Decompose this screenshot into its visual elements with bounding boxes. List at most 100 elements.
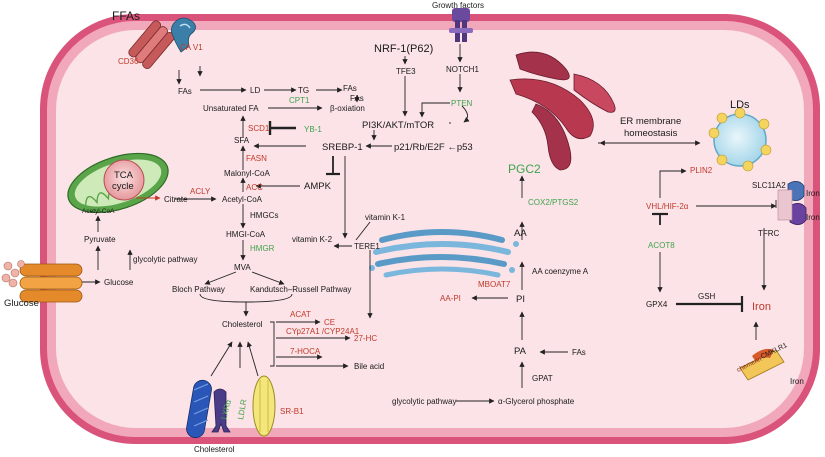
cd36-transporter [128,20,175,69]
slc11a2-transporter [777,181,807,225]
vitamin-k2-label: vitamin K-2 [292,235,333,244]
glycolytic-pathway-left-label: glycolytic pathway [133,255,197,264]
glycolytic-pathway-bottom-label: glycolytic pathway [392,397,456,406]
hmgcs-label: HMGCs [250,211,278,220]
hmgr-label: HMGR [250,244,275,253]
pten-label: PTEN [451,99,473,108]
acat-label: ACAT [290,310,311,319]
acot8-label: ACOT8 [648,241,675,250]
srb1-receptor [252,375,276,437]
growth-factor-receptor [449,8,473,42]
cox2-label: COX2/PTGS2 [528,198,579,207]
cell [40,14,820,444]
srb1-label: SR-B1 [280,407,304,416]
fas-top-label: FAs [343,84,357,93]
gpx4-label: GPX4 [646,300,668,309]
tca-cycle-circle [103,159,145,201]
cyp-label: CYp27A1 /CYP24A1 [286,327,360,336]
mva-label: MVA [234,263,251,272]
fas-pa-label: FAs [572,348,586,357]
p21-label: p21/Rb/E2F ←p53 [394,142,473,153]
hmg-coa-label: HMGI-CoA [226,230,266,239]
srebp1-label: SREBP-1 [322,142,363,153]
tfe3-label: TFE3 [396,67,416,76]
iron-top-label: Iron [806,189,820,198]
glucose-outside-label: Glucose [4,298,39,309]
ldlr-receptor [211,388,231,433]
ld-label: LD [250,86,260,95]
mito-acetyl-coa-label: Acetyl-CoA [82,208,115,215]
growth-factors-label: Growth factors [432,1,484,10]
pa-label: PA [514,346,527,357]
yb1-label: YB-1 [304,125,322,134]
bloch-pathway-label: Bloch Pathway [172,285,225,294]
cd36-label: CD36 [118,57,139,66]
ce-label: CE [324,318,335,327]
fas-left-label: FAs [178,87,192,96]
ampk-label: AMPK [304,181,332,192]
fasn-label: FASN [246,154,267,163]
tfrc-label: TFRC [758,229,780,238]
27-hc-label: 27-HC [354,334,377,343]
aa-coa-label: AA coenzyme A [532,267,589,276]
lxra-receptor [186,379,212,439]
glucose-inside-label: Glucose [104,278,134,287]
citrate-label: Citrate [164,195,188,204]
ca-v1-label: CA V1 [180,43,203,52]
gsh-label: GSH [698,292,716,301]
cpt1-label: CPT1 [289,96,310,105]
ldlr-label: LDLR [236,398,248,420]
acc-label: ACC [246,183,263,192]
tca-label: TCA [114,170,134,181]
cytoplasm [56,30,804,428]
mitochondrion [67,152,169,214]
vitamin-k1-label: vitamin K-1 [365,213,406,222]
er-membrane-label: ER membrane [620,116,681,127]
lds-label: LDs [730,99,750,111]
beta-oxidation-label: β-oxiation [330,104,365,113]
cholesterol-bottom-label: Cholesterol [194,445,235,454]
golgi-apparatus [369,229,519,278]
slc11a2-label: SLC11A2 [752,181,786,190]
mboat7-label: MBOAT7 [478,280,511,289]
scd1-label: SCD1 [248,124,270,133]
nrf1-label: NRF-1(P62) [374,43,433,55]
pyruvate-label: Pyruvate [84,235,116,244]
ffas-label: FFAs [112,9,140,23]
glucose-molecules [1,260,25,288]
tere1-label: TERE1 [354,242,380,251]
7-hoca-label: 7-HOCA [290,347,321,356]
lipid-droplet [708,107,772,172]
kandutsch-pathway-label: Kandutsch–Russell Pathway [250,285,351,294]
acetyl-coa-label: Acetyl-CoA [222,195,263,204]
cmklr1-receptor [739,348,785,381]
pgc2-label: PGC2 [508,162,541,176]
pathway-arrows [82,44,777,404]
notch1-label: NOTCH1 [446,65,479,74]
pi-label: PI [516,294,525,305]
vhl-hif-label: VHL/HIF-2α [646,202,689,211]
pi3k-label: PI3K/AKT/mTOR [362,120,434,131]
er-homeostasis-label: homeostasis [624,128,678,139]
acly-label: ACLY [190,187,211,196]
aa-pi-label: AA-PI [440,294,461,303]
malonyl-coa-label: Malonyl-CoA [224,169,270,178]
gpat-label: GPAT [532,374,553,383]
iron-mid-label: Iron [806,213,820,222]
glucose-transporter [19,263,83,303]
aa-label: AA [514,228,527,239]
tg-label: TG [298,86,309,95]
plin2-label: PLIN2 [690,166,713,175]
iron-bottom-label: Iron [790,377,804,386]
sfa-label: SFA [234,136,250,145]
fas-small-label: FAs [350,94,364,103]
cycle-label: cycle [112,181,134,192]
endoplasmic-reticulum [509,51,616,171]
cholesterol-mid-label: Cholesterol [222,320,263,329]
iron-red-label: Iron [752,301,771,313]
ca-v1-protein [171,17,196,53]
glycerol-phosphate-label: α-Glycerol phosphate [498,397,575,406]
unsaturated-fa-label: Unsaturated FA [203,104,259,113]
bile-acid-label: Bile acid [354,362,384,371]
